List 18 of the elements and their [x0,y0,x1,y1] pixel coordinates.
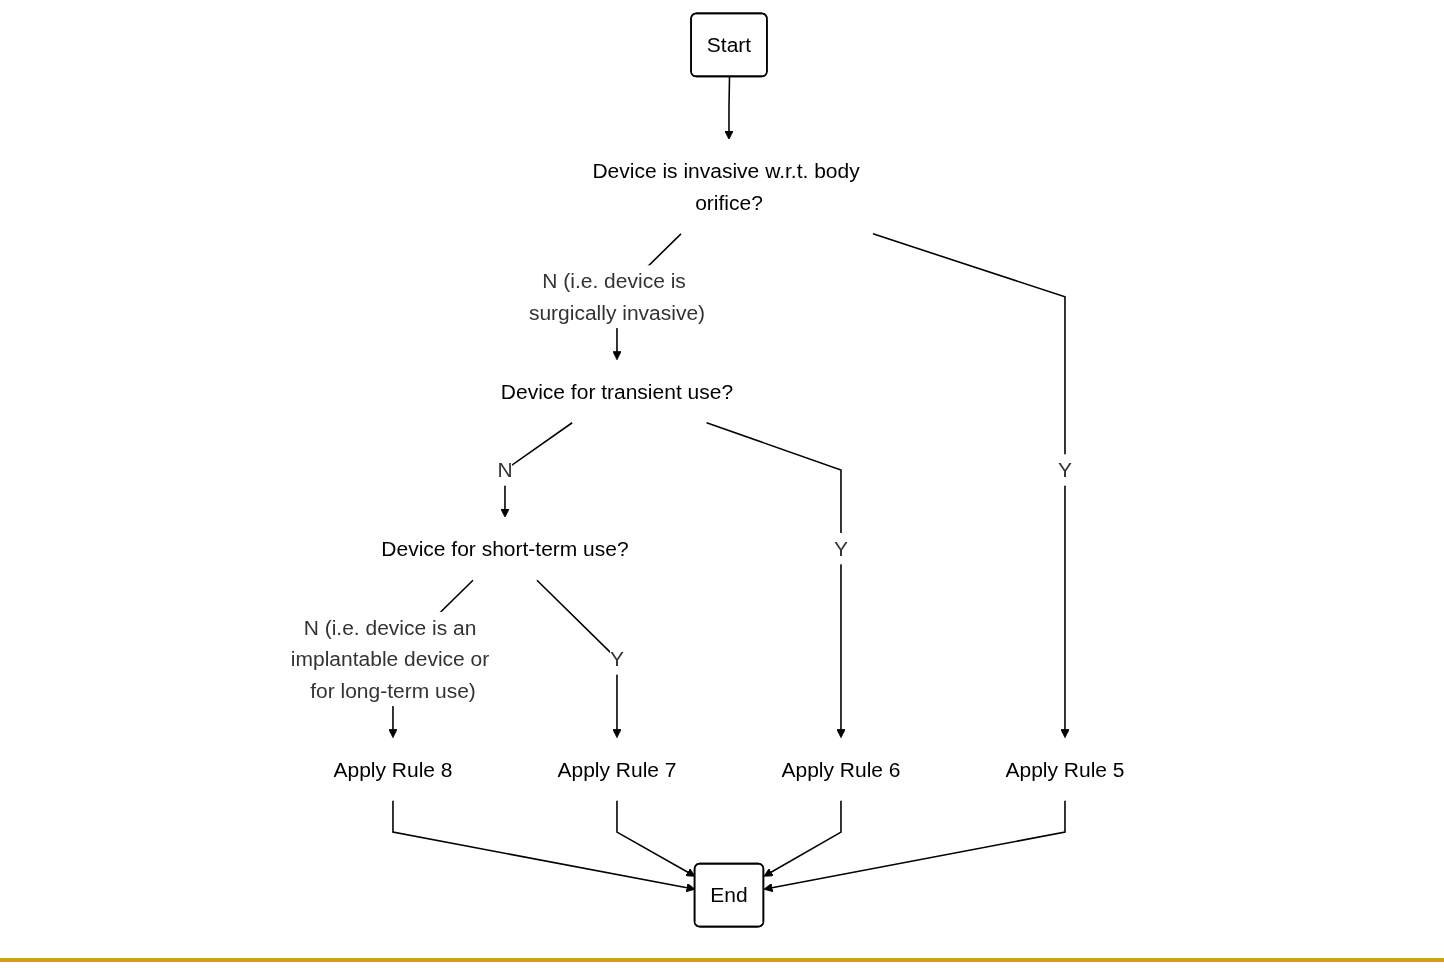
node-text: Device for transient use? [500,379,734,403]
node-text: Device is invasive w.r.t. body orifice? [592,159,860,214]
arrow [763,799,1066,893]
arrow [872,233,1070,739]
edge-label: Y [609,647,624,671]
node-text: Device for short-term use? [381,537,629,561]
arrow [724,76,734,140]
arrow [763,799,842,877]
edge-label: Y [833,537,848,561]
node-text: Apply Rule 5 [1005,757,1125,781]
edge-label: N (i.e. device is an implantable device or for long-term use) [290,615,490,702]
arrow [705,422,846,739]
node-text: Apply Rule 6 [781,757,901,781]
edge-label: N [497,458,513,482]
edge-label: N (i.e. device is surgically invasive) [528,269,706,325]
edge-label: Y [1057,458,1072,482]
node-text: Apply Rule 8 [333,757,453,781]
node-text: Apply Rule 7 [557,757,677,781]
